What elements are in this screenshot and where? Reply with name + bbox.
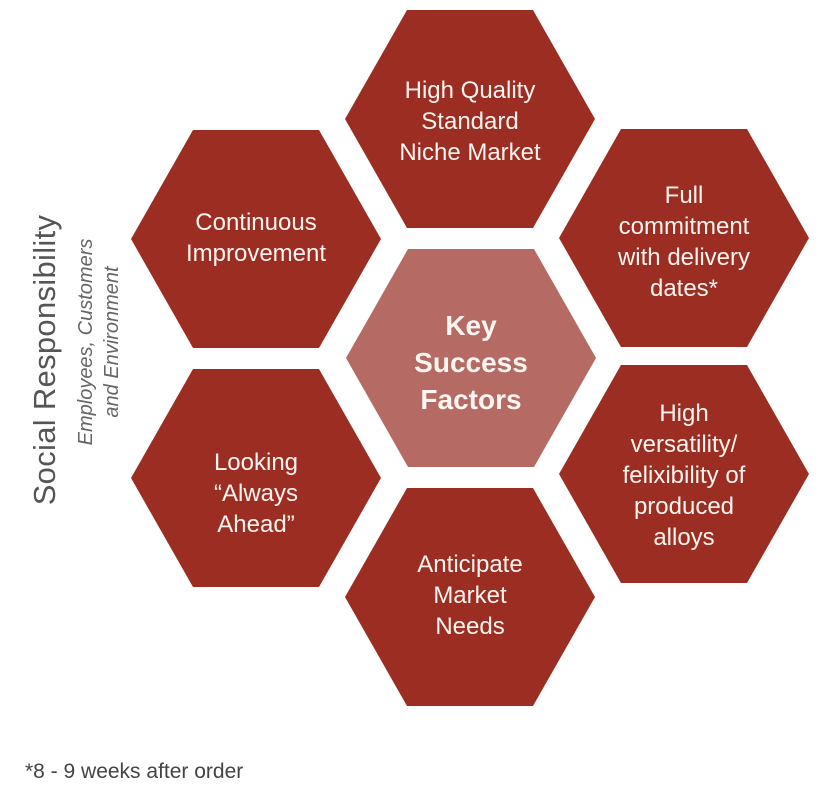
hexagon-shape <box>131 369 381 587</box>
factor-label: High versatility/ felixibility of produc… <box>622 400 746 551</box>
factor-label: Looking “Always Ahead” <box>213 449 299 538</box>
factor-label: Anticipate Market Needs <box>417 551 523 640</box>
hexagon-shape <box>345 10 595 228</box>
hexagon-delivery-commitment: Full commitment with delivery dates* <box>559 129 809 347</box>
hexagon-shape <box>559 365 809 583</box>
factor-label: Full commitment with delivery dates* <box>617 182 751 302</box>
hexagon-shape <box>345 488 595 706</box>
hexagon-looking-ahead: Looking “Always Ahead” <box>131 369 381 587</box>
side-label-subtitle: Employees, Customers and Environment <box>75 238 123 446</box>
hexagon-shape <box>131 130 381 348</box>
center-title: Key Success Factors <box>414 310 528 415</box>
hexagon-anticipate-market: Anticipate Market Needs <box>345 488 595 706</box>
hexagon-high-quality: High Quality Standard Niche Market <box>345 10 595 228</box>
factor-label: High Quality Standard Niche Market <box>399 77 541 166</box>
hexagon-versatility: High versatility/ felixibility of produc… <box>559 365 809 583</box>
hexagon-shape <box>559 129 809 347</box>
hexagon-shape <box>346 249 596 467</box>
hexagon-key-success-factors: Key Success Factors <box>346 249 596 467</box>
side-label-title: Social Responsibility <box>27 214 62 506</box>
footnote: *8 - 9 weeks after order <box>25 760 244 783</box>
factor-label: Continuous Improvement <box>185 209 327 267</box>
hexagon-continuous-improvement: Continuous Improvement <box>131 130 381 348</box>
